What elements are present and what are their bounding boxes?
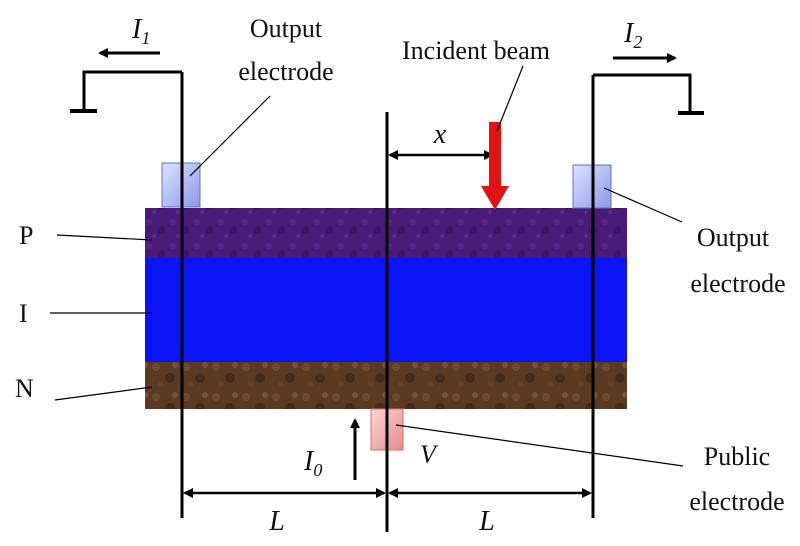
- n-layer-label: N: [15, 374, 34, 403]
- i-layer-label: I: [19, 299, 28, 328]
- incident-beam-label: Incident beam: [402, 36, 550, 65]
- output-electrode-right-line1: Output: [697, 223, 770, 252]
- p-layer-label: P: [19, 221, 33, 250]
- l-right-label: L: [478, 506, 495, 537]
- output-electrode-right-line2: electrode: [690, 269, 785, 298]
- output-electrode-left-line1: Output: [250, 14, 323, 43]
- public-electrode-line2: electrode: [689, 487, 784, 516]
- leader-output-right: [603, 187, 683, 223]
- left-circuit-wire: [82, 70, 182, 111]
- leader-incident-beam: [496, 65, 524, 132]
- leader-public: [395, 424, 684, 467]
- leader-p: [56, 234, 153, 241]
- right-circuit-wire: [593, 73, 692, 113]
- x-label: x: [433, 119, 447, 150]
- l-left-label: L: [268, 506, 285, 537]
- i1-label: I1: [131, 14, 150, 48]
- v-label: V: [420, 440, 439, 469]
- public-electrode-line1: Public: [704, 442, 770, 471]
- incident-beam: [489, 122, 501, 188]
- leader-n: [54, 386, 153, 401]
- i2-label: I2: [623, 18, 642, 52]
- incident-beam-arrowhead: [481, 186, 509, 210]
- leader-output-left: [189, 95, 271, 177]
- output-electrode-left-line2: electrode: [238, 57, 333, 86]
- i0-label: I0: [303, 446, 322, 480]
